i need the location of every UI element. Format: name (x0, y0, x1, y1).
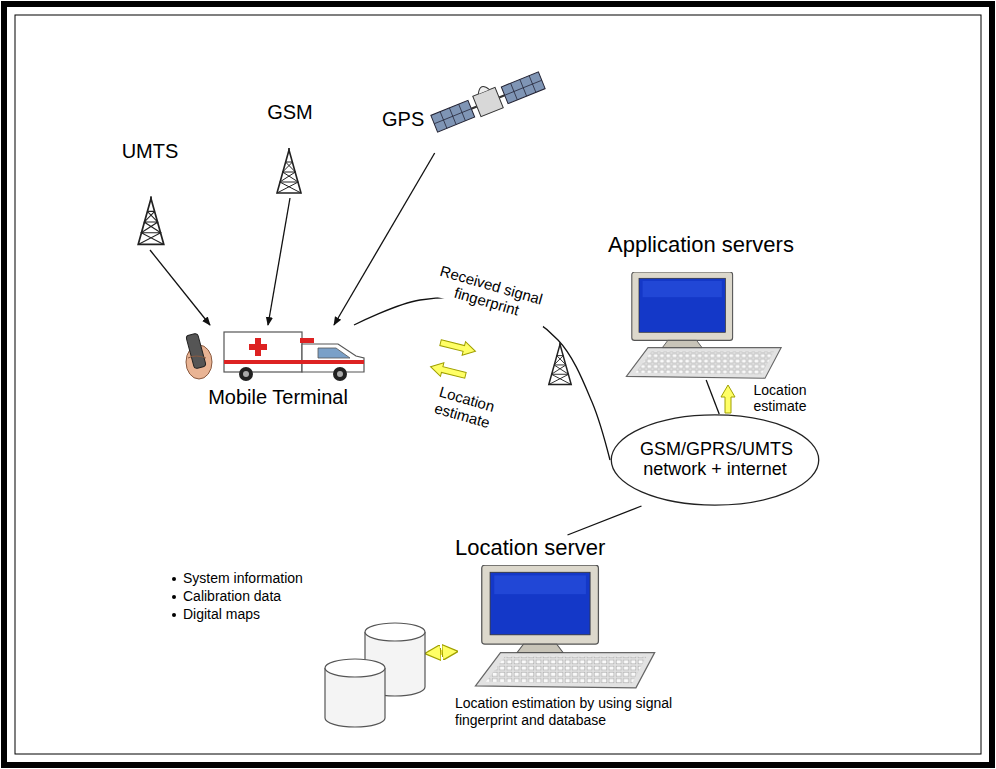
server-node: Application servers (572, 230, 830, 380)
bullet-item: System information (171, 570, 303, 587)
estimate-up-arrow (721, 385, 735, 413)
connector-group (150, 153, 719, 653)
bullet-item: Calibration data (171, 588, 281, 605)
node-heading: GSM/GPRS/UMTS network + internet (640, 440, 790, 480)
node-heading: Application servers (608, 232, 794, 258)
node-heading: GSM (267, 100, 313, 124)
tower-node: GSM (255, 100, 325, 198)
gps-satellite (428, 65, 546, 134)
server-node: Location serverLocation estimation by us… (455, 535, 705, 747)
link-line (568, 506, 642, 535)
flow-label: Location estimate (412, 377, 517, 437)
database-node: System informationCalibration dataDigita… (165, 566, 428, 722)
hand-phone (186, 333, 212, 379)
flow-label: Received signal fingerprint (426, 260, 553, 327)
flow-label: Location estimate (742, 382, 818, 414)
database-cylinders (325, 623, 425, 727)
satellite-node: GPS (378, 75, 540, 153)
base-station-tower (549, 343, 571, 385)
label-holder: Location estimate (412, 377, 517, 437)
node-heading: GPS (382, 107, 424, 131)
frame-inner-border (15, 15, 981, 754)
link-line (150, 250, 210, 325)
application-server-computer (626, 272, 781, 378)
node-caption: Location estimation by using signal fing… (455, 695, 683, 729)
label-holder: Location estimate (742, 382, 818, 414)
frame-border (4, 4, 992, 765)
network-ellipse: GSM/GPRS/UMTS network + internet (610, 414, 820, 506)
ambulance (224, 332, 364, 381)
link-line (334, 153, 435, 325)
location-server-computer (476, 565, 655, 688)
node-heading: UMTS (122, 139, 179, 163)
data-exchange-arrow (428, 652, 455, 654)
mobile-terminal-node: Mobile Terminal (178, 325, 378, 415)
label-holder: Received signal fingerprint (426, 260, 553, 327)
gsm-tower (277, 148, 301, 193)
node-heading: Mobile Terminal (208, 385, 348, 409)
estimate-arrow (429, 360, 467, 382)
umts-tower (138, 196, 164, 244)
link-line (268, 198, 290, 325)
bullet-item: Digital maps (171, 606, 260, 623)
tower-node: UMTS (110, 135, 190, 250)
link-line (706, 380, 719, 414)
ellipse-shape (611, 415, 818, 505)
fingerprint-arrow (439, 336, 477, 358)
node-heading: Location server (455, 535, 605, 561)
link-line (354, 298, 610, 460)
